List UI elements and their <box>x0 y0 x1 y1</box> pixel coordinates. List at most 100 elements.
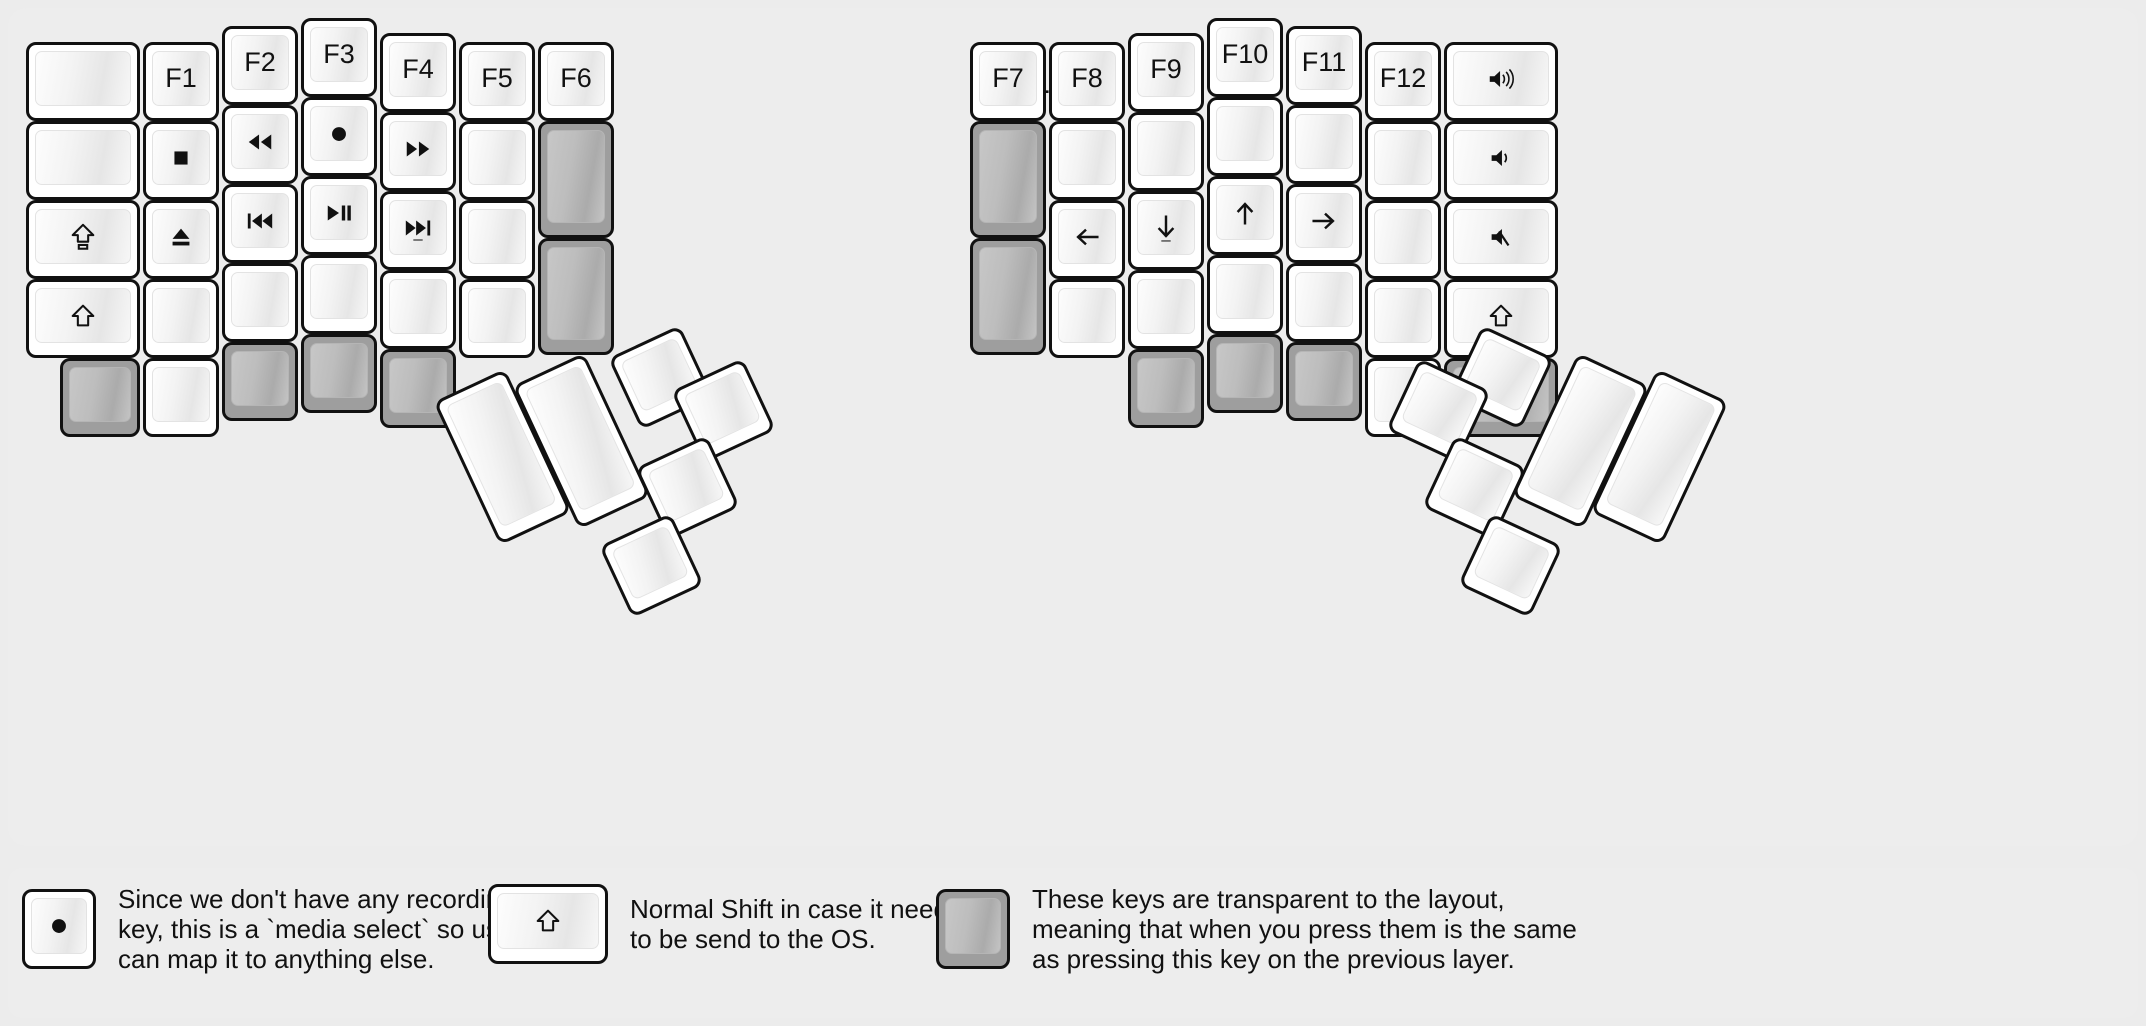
col-f9-key-0[interactable]: F9 <box>1128 33 1204 112</box>
keycap-face <box>310 106 368 161</box>
keycap-face <box>231 351 289 406</box>
col-f7-key-0[interactable]: F7 <box>970 42 1046 121</box>
keycap-face <box>1400 369 1480 446</box>
col-f5-key-2[interactable] <box>459 200 535 279</box>
col-f1-key-3[interactable] <box>143 279 219 358</box>
col-f6-key-2[interactable] <box>538 238 614 355</box>
col-f4-key-2[interactable] <box>380 191 456 270</box>
volume-mute-icon <box>1486 222 1516 252</box>
col-f4-key-3[interactable] <box>380 270 456 349</box>
col-outer-left-key-2[interactable] <box>26 200 140 279</box>
next-track-icon <box>403 213 433 243</box>
keycap-face <box>35 130 131 185</box>
col-f8-key-1[interactable] <box>1049 121 1125 200</box>
col-f2-key-4[interactable] <box>222 342 298 421</box>
keycap-face: F8 <box>1058 51 1116 106</box>
col-f4-key-1[interactable] <box>380 112 456 191</box>
col-f11-key-3[interactable] <box>1286 263 1362 342</box>
col-f3-key-2[interactable] <box>301 176 377 255</box>
key-label: F5 <box>481 63 513 93</box>
keycap-face: F6 <box>547 51 605 106</box>
col-f12-key-2[interactable] <box>1365 200 1441 279</box>
col-f9-key-1[interactable] <box>1128 112 1204 191</box>
keycap-face <box>35 209 131 264</box>
keycap-face <box>1295 114 1353 169</box>
col-f10-key-4[interactable] <box>1207 334 1283 413</box>
col-outer-right-key-0[interactable] <box>1444 42 1558 121</box>
col-outer-left-key-1[interactable] <box>26 121 140 200</box>
legend-record-description: Since we don't have any recording key, t… <box>118 884 522 975</box>
col-f10-key-2[interactable] <box>1207 176 1283 255</box>
col-f2-key-1[interactable] <box>222 105 298 184</box>
keycap-face <box>497 893 599 949</box>
shift-icon <box>1486 301 1516 331</box>
col-f9-key-4[interactable] <box>1128 349 1204 428</box>
col-f5-key-3[interactable] <box>459 279 535 358</box>
col-f10-key-1[interactable] <box>1207 97 1283 176</box>
col-f7-key-1[interactable] <box>970 121 1046 238</box>
col-f2-key-0[interactable]: F2 <box>222 26 298 105</box>
col-f2-key-2[interactable] <box>222 184 298 263</box>
col-f9-key-3[interactable] <box>1128 270 1204 349</box>
keycap-face <box>610 524 690 601</box>
col-outer-right-key-1[interactable] <box>1444 121 1558 200</box>
legend-transparent-key <box>936 889 1010 970</box>
col-f12-key-1[interactable] <box>1365 121 1441 200</box>
col-outer-left-key-3[interactable] <box>26 279 140 358</box>
keycap-face <box>310 264 368 319</box>
col-f10-key-3[interactable] <box>1207 255 1283 334</box>
col-f12-key-0[interactable]: F12 <box>1365 42 1441 121</box>
col-f3-key-1[interactable] <box>301 97 377 176</box>
col-f3-key-3[interactable] <box>301 255 377 334</box>
col-f11-key-2[interactable] <box>1286 184 1362 263</box>
keycap-face <box>231 114 289 169</box>
col-f1-key-4[interactable] <box>143 358 219 437</box>
col-f9-key-2[interactable] <box>1128 191 1204 270</box>
legend-panel: Since we don't have any recording key, t… <box>8 868 2138 1018</box>
col-f11-key-1[interactable] <box>1286 105 1362 184</box>
col-outer-left-key-4[interactable] <box>60 358 140 437</box>
col-f8-key-0[interactable]: F8 <box>1049 42 1125 121</box>
key-label: F8 <box>1071 63 1103 93</box>
keycap-face <box>1137 358 1195 413</box>
keycap-face <box>1374 209 1432 264</box>
col-outer-left-key-0[interactable] <box>26 42 140 121</box>
col-f3-key-4[interactable] <box>301 334 377 413</box>
col-f12-key-3[interactable] <box>1365 279 1441 358</box>
keycap-face <box>979 247 1037 340</box>
col-f4-key-0[interactable]: F4 <box>380 33 456 112</box>
col-f1-key-0[interactable]: F1 <box>143 42 219 121</box>
keycap-face <box>231 193 289 248</box>
previous-track-icon <box>245 206 275 236</box>
col-f3-key-0[interactable]: F3 <box>301 18 377 97</box>
col-outer-right-key-2[interactable] <box>1444 200 1558 279</box>
shift-icon <box>68 301 98 331</box>
keycap-face: F5 <box>468 51 526 106</box>
col-f1-key-1[interactable] <box>143 121 219 200</box>
rewind-icon <box>245 127 275 157</box>
keycap-face <box>468 209 526 264</box>
keycap-face: F12 <box>1374 51 1432 106</box>
keycap-face: F11 <box>1295 35 1353 90</box>
col-f7-key-2[interactable] <box>970 238 1046 355</box>
col-f11-key-0[interactable]: F11 <box>1286 26 1362 105</box>
keycap-face: F1 <box>152 51 210 106</box>
arrow-up-icon <box>1230 198 1260 228</box>
keycap-face <box>682 369 762 446</box>
col-f1-key-2[interactable] <box>143 200 219 279</box>
legend-record-sample-key <box>22 889 96 970</box>
shift-lock-icon <box>68 222 98 252</box>
col-f8-key-2[interactable] <box>1049 200 1125 279</box>
col-f2-key-3[interactable] <box>222 263 298 342</box>
col-f10-key-0[interactable]: F10 <box>1207 18 1283 97</box>
col-f6-key-1[interactable] <box>538 121 614 238</box>
col-f8-key-3[interactable] <box>1049 279 1125 358</box>
col-f6-key-0[interactable]: F6 <box>538 42 614 121</box>
legend-shift-sample-key <box>488 884 608 964</box>
keycap-face <box>1436 446 1516 523</box>
col-f11-key-4[interactable] <box>1286 342 1362 421</box>
col-f5-key-0[interactable]: F5 <box>459 42 535 121</box>
col-f5-key-1[interactable] <box>459 121 535 200</box>
legend-shift: Normal Shift in case it needs to be send… <box>488 884 961 964</box>
